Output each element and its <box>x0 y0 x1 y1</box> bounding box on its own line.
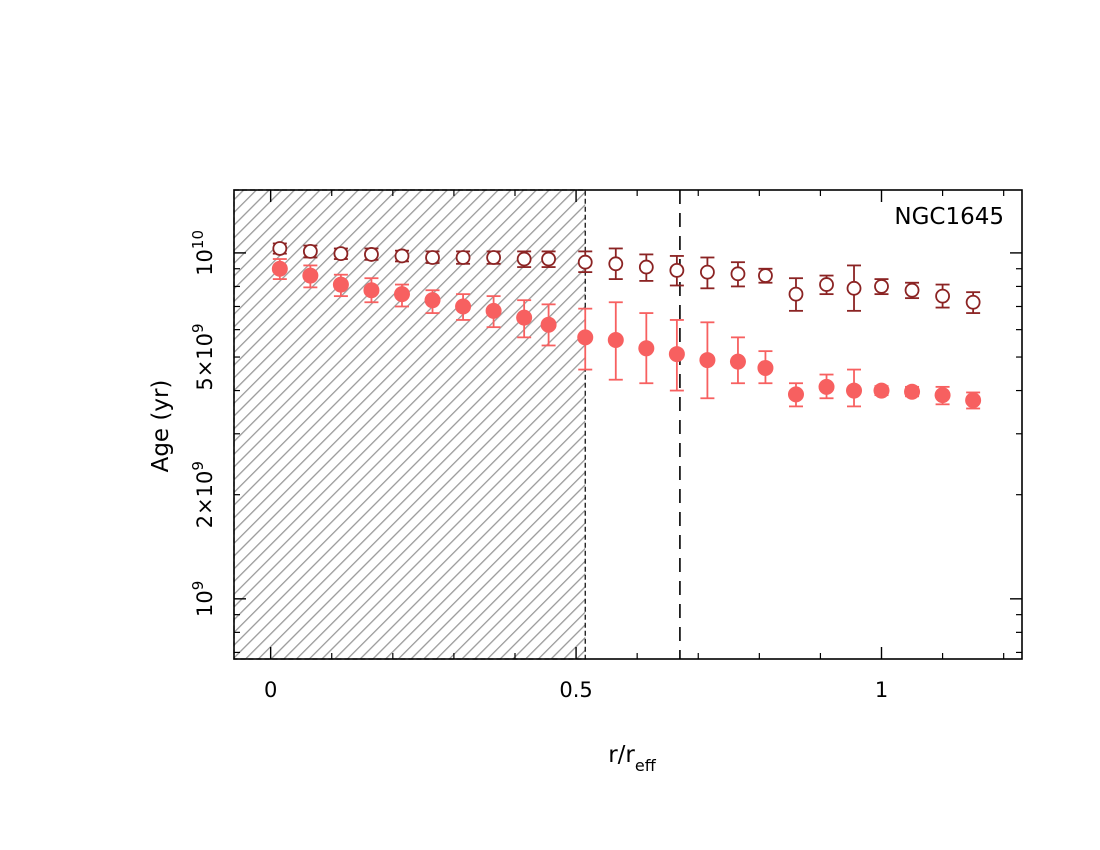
data-point-filled <box>818 378 835 395</box>
y-tick-label: 5×109 <box>189 323 217 390</box>
hatched-excluded-region <box>233 189 586 660</box>
data-point-open <box>333 246 349 262</box>
galaxy-name-label: NGC1645 <box>894 204 1004 230</box>
x-axis-label-base: r/r <box>608 742 635 768</box>
y-tick-label-base: 5×10 <box>193 333 217 391</box>
data-point-filled <box>934 387 951 404</box>
y-tick-label-exponent: 9 <box>189 323 207 333</box>
data-point-filled <box>424 292 441 309</box>
y-tick-label: 1010 <box>189 230 217 276</box>
data-point-open <box>846 280 862 296</box>
y-tick-label-exponent: 9 <box>189 581 207 591</box>
data-point-open <box>272 241 288 256</box>
data-point-filled <box>302 267 319 284</box>
data-point-filled <box>846 382 863 399</box>
y-tick-label-base: 10 <box>193 590 217 617</box>
data-point-open <box>730 266 746 282</box>
data-point-open <box>608 256 624 272</box>
data-point-filled <box>873 382 890 399</box>
data-point-open <box>788 286 804 302</box>
data-point-open <box>455 250 471 265</box>
y-tick-label-base: 10 <box>193 249 217 276</box>
data-point-open <box>935 288 950 304</box>
x-tick-label: 0 <box>264 678 277 702</box>
x-tick-label: 0.5 <box>559 678 592 702</box>
data-point-open <box>904 282 920 298</box>
data-point-filled <box>455 298 472 315</box>
data-point-filled <box>965 392 982 409</box>
x-tick-label: 1 <box>875 678 888 702</box>
y-axis-label: Age (yr) <box>148 380 174 473</box>
data-point-open <box>302 244 318 259</box>
data-point-filled <box>729 353 746 370</box>
data-point-filled <box>516 309 533 326</box>
x-axis-label: r/reff <box>608 742 657 775</box>
data-point-open <box>965 294 981 310</box>
data-point-filled <box>757 359 774 376</box>
data-point-open <box>364 247 379 262</box>
series-open-circle <box>272 241 981 314</box>
data-point-open <box>516 251 532 267</box>
plot-frame <box>233 189 1023 660</box>
data-point-filled <box>332 276 349 293</box>
data-point-open <box>638 259 654 275</box>
data-point-open <box>758 268 773 283</box>
y-tick-label-base: 2×10 <box>193 471 217 529</box>
data-point-filled <box>485 302 502 319</box>
data-point-open <box>669 263 685 278</box>
data-point-filled <box>787 386 804 403</box>
data-point-filled <box>577 329 594 346</box>
data-point-filled <box>271 260 288 277</box>
series-filled-circle <box>271 258 982 410</box>
data-point-open <box>541 251 556 267</box>
data-point-open <box>700 264 715 280</box>
data-point-filled <box>699 352 716 369</box>
data-point-open <box>425 250 440 265</box>
data-point-open <box>819 277 834 292</box>
data-point-open <box>394 248 410 264</box>
data-point-open <box>577 254 593 270</box>
data-point-open <box>486 250 502 265</box>
data-point-filled <box>607 332 624 349</box>
x-axis-label-subscript: eff <box>635 756 657 775</box>
data-point-filled <box>540 316 557 333</box>
data-point-filled <box>904 383 921 400</box>
data-point-filled <box>363 282 380 299</box>
y-tick-label-exponent: 9 <box>189 461 207 471</box>
data-point-open <box>874 279 889 294</box>
y-tick-label-exponent: 10 <box>189 230 207 249</box>
y-tick-label: 109 <box>189 581 217 617</box>
y-tick-label: 2×109 <box>189 461 217 528</box>
data-point-filled <box>393 286 410 303</box>
data-point-filled <box>638 340 655 357</box>
data-point-filled <box>668 346 685 363</box>
